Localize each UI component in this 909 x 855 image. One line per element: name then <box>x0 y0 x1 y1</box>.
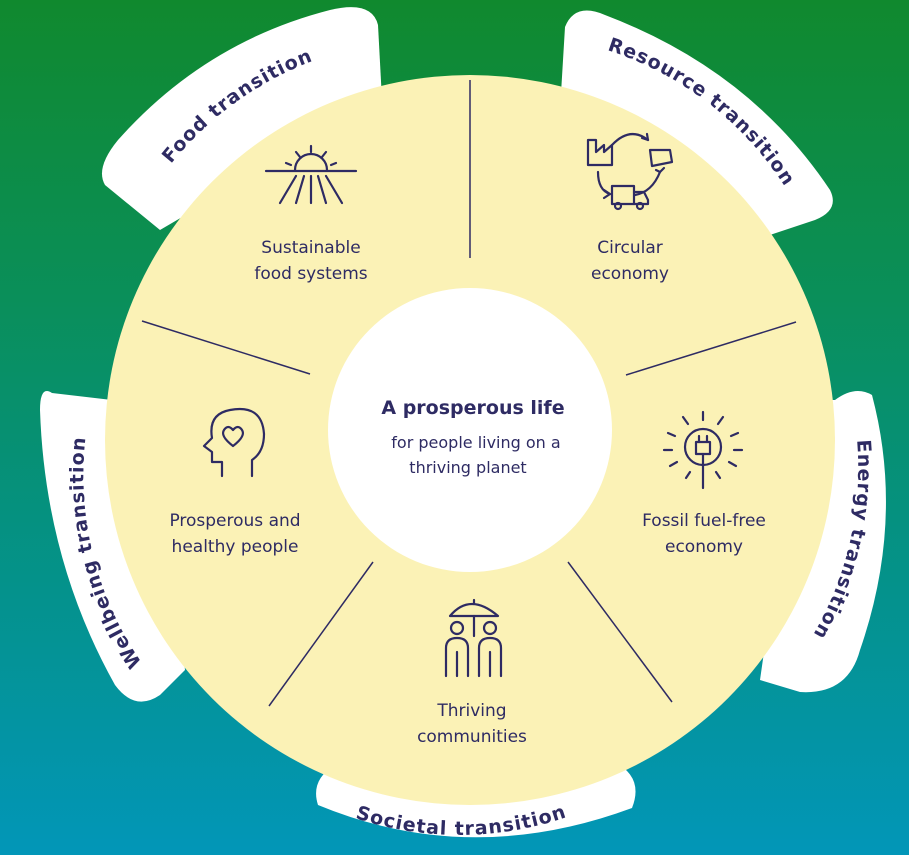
food-systems-label-line1: Sustainable <box>261 238 360 258</box>
circular-economy-label-line1: Circular <box>597 238 662 258</box>
fossil-free-label-line2: economy <box>665 537 743 557</box>
people-label-line2: healthy people <box>172 537 299 557</box>
food-systems-label-line2: food systems <box>254 264 367 284</box>
divider-line <box>625 321 797 376</box>
recycle-factory-truck-icon <box>586 132 674 211</box>
center-subtitle-line2: thriving planet <box>409 458 526 477</box>
divider-line <box>567 561 673 703</box>
food-transition-tab <box>101 7 382 231</box>
center-hub <box>328 288 612 572</box>
people-umbrella-icon <box>444 598 503 678</box>
sun-over-field-icon <box>264 144 358 205</box>
resource-transition-tab <box>560 10 833 246</box>
center-title: A prosperous life <box>381 397 564 419</box>
fossil-free-label-line1: Fossil fuel-free <box>642 511 766 531</box>
communities-label-line2: communities <box>417 727 527 747</box>
divider-line <box>141 320 311 375</box>
plug-sun-icon <box>662 410 744 490</box>
divider-line <box>268 561 374 707</box>
center-subtitle-line1: for people living on a <box>391 433 560 452</box>
circular-economy-label-line2: economy <box>591 264 669 284</box>
communities-label-line1: Thriving <box>436 701 506 721</box>
segment-dividers <box>141 80 797 707</box>
people-label-line1: Prosperous and <box>169 511 300 531</box>
head-heart-icon <box>202 407 266 478</box>
